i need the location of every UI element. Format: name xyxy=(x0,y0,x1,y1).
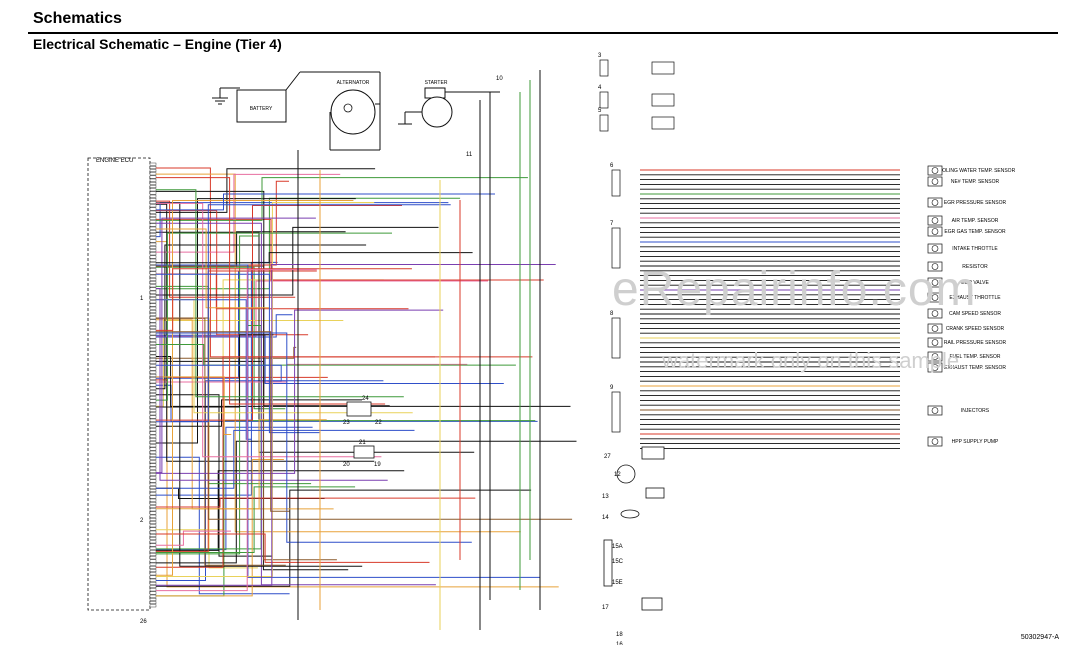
starter-component: STARTER xyxy=(398,80,500,128)
sensor-label-4: EGR GAS TEMP. SENSOR xyxy=(944,229,1006,235)
connector-8: 8 xyxy=(610,311,621,359)
sensor-icon-14 xyxy=(927,405,943,416)
node-23: 23 xyxy=(343,420,350,426)
sensor-icon-1 xyxy=(927,176,943,187)
document-id: 50302947-A xyxy=(1020,634,1059,641)
connector-3: 3 xyxy=(598,53,675,77)
sensor-icon-8 xyxy=(927,292,943,303)
battery-component: BATTERY xyxy=(236,71,380,123)
connector-5: 5 xyxy=(598,108,675,132)
ground-symbol xyxy=(212,87,240,105)
sensor-icon-2 xyxy=(927,197,943,208)
node-20: 20 xyxy=(343,462,350,468)
ecu-outline xyxy=(87,157,151,611)
sensor-label-7: EGR VALVE xyxy=(961,280,989,286)
sensor-label-5: INTAKE THROTTLE xyxy=(952,246,998,252)
connector-label-8: 8 xyxy=(610,311,614,317)
node-18: 18 xyxy=(616,632,623,638)
battery-label: BATTERY xyxy=(250,106,273,112)
sensor-label-0: COOLING WATER TEMP. SENSOR xyxy=(935,168,1016,174)
node-24: 24 xyxy=(362,396,369,402)
node-14: 14 xyxy=(602,515,609,521)
sensor-icon-0 xyxy=(927,165,943,176)
node-15e: 15E xyxy=(612,580,623,586)
sensor-icon-6 xyxy=(927,261,943,272)
sensor-label-14: INJECTORS xyxy=(961,408,990,414)
connector-label-9: 9 xyxy=(610,385,614,391)
node-17: 17 xyxy=(602,605,609,611)
sensor-label-8: EXHAUST THROTTLE xyxy=(949,295,1001,301)
starter-label: STARTER xyxy=(425,80,448,86)
node-10: 10 xyxy=(496,76,503,82)
node-22: 22 xyxy=(375,420,382,426)
node-15a: 15A xyxy=(612,544,623,550)
sensor-icon-4 xyxy=(927,226,943,237)
connector-label-6: 6 xyxy=(610,163,614,169)
node-16: 16 xyxy=(616,642,623,645)
connector-label-3: 3 xyxy=(598,53,602,59)
sensor-label-1: NE# TEMP. SENSOR xyxy=(951,179,1000,185)
connector-9: 9 xyxy=(610,385,621,433)
node-11: 11 xyxy=(466,152,473,158)
sensor-icon-15 xyxy=(927,436,943,447)
sensor-labels: COOLING WATER TEMP. SENSOR NE# TEMP. SENS… xyxy=(935,168,1016,445)
connector-6: 6 xyxy=(610,163,621,197)
sensor-label-13: EXHAUST TEMP. SENSOR xyxy=(944,365,1006,371)
sensor-icon-9 xyxy=(927,308,943,319)
ecu-label: ENGINE ECU xyxy=(96,158,133,164)
alternator-component: ALTERNATOR xyxy=(329,72,381,151)
connector-7: 7 xyxy=(610,221,621,269)
connector-4: 4 xyxy=(598,85,675,109)
lower-components xyxy=(603,446,665,611)
node-27: 27 xyxy=(604,454,611,460)
node-26: 26 xyxy=(140,619,147,625)
sensor-label-3: AIR TEMP. SENSOR xyxy=(952,218,999,224)
sensor-icon-11 xyxy=(927,337,943,348)
sensor-icon-3 xyxy=(927,215,943,226)
relay-21: 21 20 19 xyxy=(343,440,381,468)
sensor-icon-13 xyxy=(927,362,943,373)
connector-label-4: 4 xyxy=(598,85,602,91)
sensor-label-10: CRANK SPEED SENSOR xyxy=(946,326,1005,332)
sensor-label-9: CAM SPEED SENSOR xyxy=(949,311,1001,317)
node-21: 21 xyxy=(359,440,366,446)
ecu-pin-group-2: 2 xyxy=(140,518,144,524)
sensor-label-15: HPP SUPPLY PUMP xyxy=(952,439,999,445)
connector-blocks: 3 4 5 6 7 8 9 xyxy=(598,53,675,433)
connector-label-7: 7 xyxy=(610,221,614,227)
sensor-icon-10 xyxy=(927,323,943,334)
sensor-label-2: EGR PRESSURE SENSOR xyxy=(944,200,1007,206)
relay-24: 24 23 22 xyxy=(343,396,382,426)
ecu-pin-strip xyxy=(149,162,157,608)
sensor-icon-7 xyxy=(927,277,943,288)
ecu-pin-group-1: 1 xyxy=(140,296,144,302)
sensor-icon-12 xyxy=(927,351,943,362)
page-title: Schematics xyxy=(33,10,122,27)
title-divider xyxy=(28,32,1058,34)
node-19: 19 xyxy=(374,462,381,468)
node-13: 13 xyxy=(602,494,609,500)
sensor-icon-5 xyxy=(927,243,943,254)
sensor-label-11: RAIL PRESSURE SENSOR xyxy=(944,340,1007,346)
node-12: 12 xyxy=(614,472,621,478)
sensor-icons xyxy=(927,165,943,447)
wiring-harness xyxy=(156,70,900,630)
page-subtitle: Electrical Schematic – Engine (Tier 4) xyxy=(33,36,282,52)
connector-label-5: 5 xyxy=(598,108,602,114)
sensor-label-12: FUEL TEMP. SENSOR xyxy=(949,354,1000,360)
alternator-label: ALTERNATOR xyxy=(337,80,370,86)
sensor-label-6: RESISTOR xyxy=(962,264,988,270)
node-15c: 15C xyxy=(612,559,624,565)
